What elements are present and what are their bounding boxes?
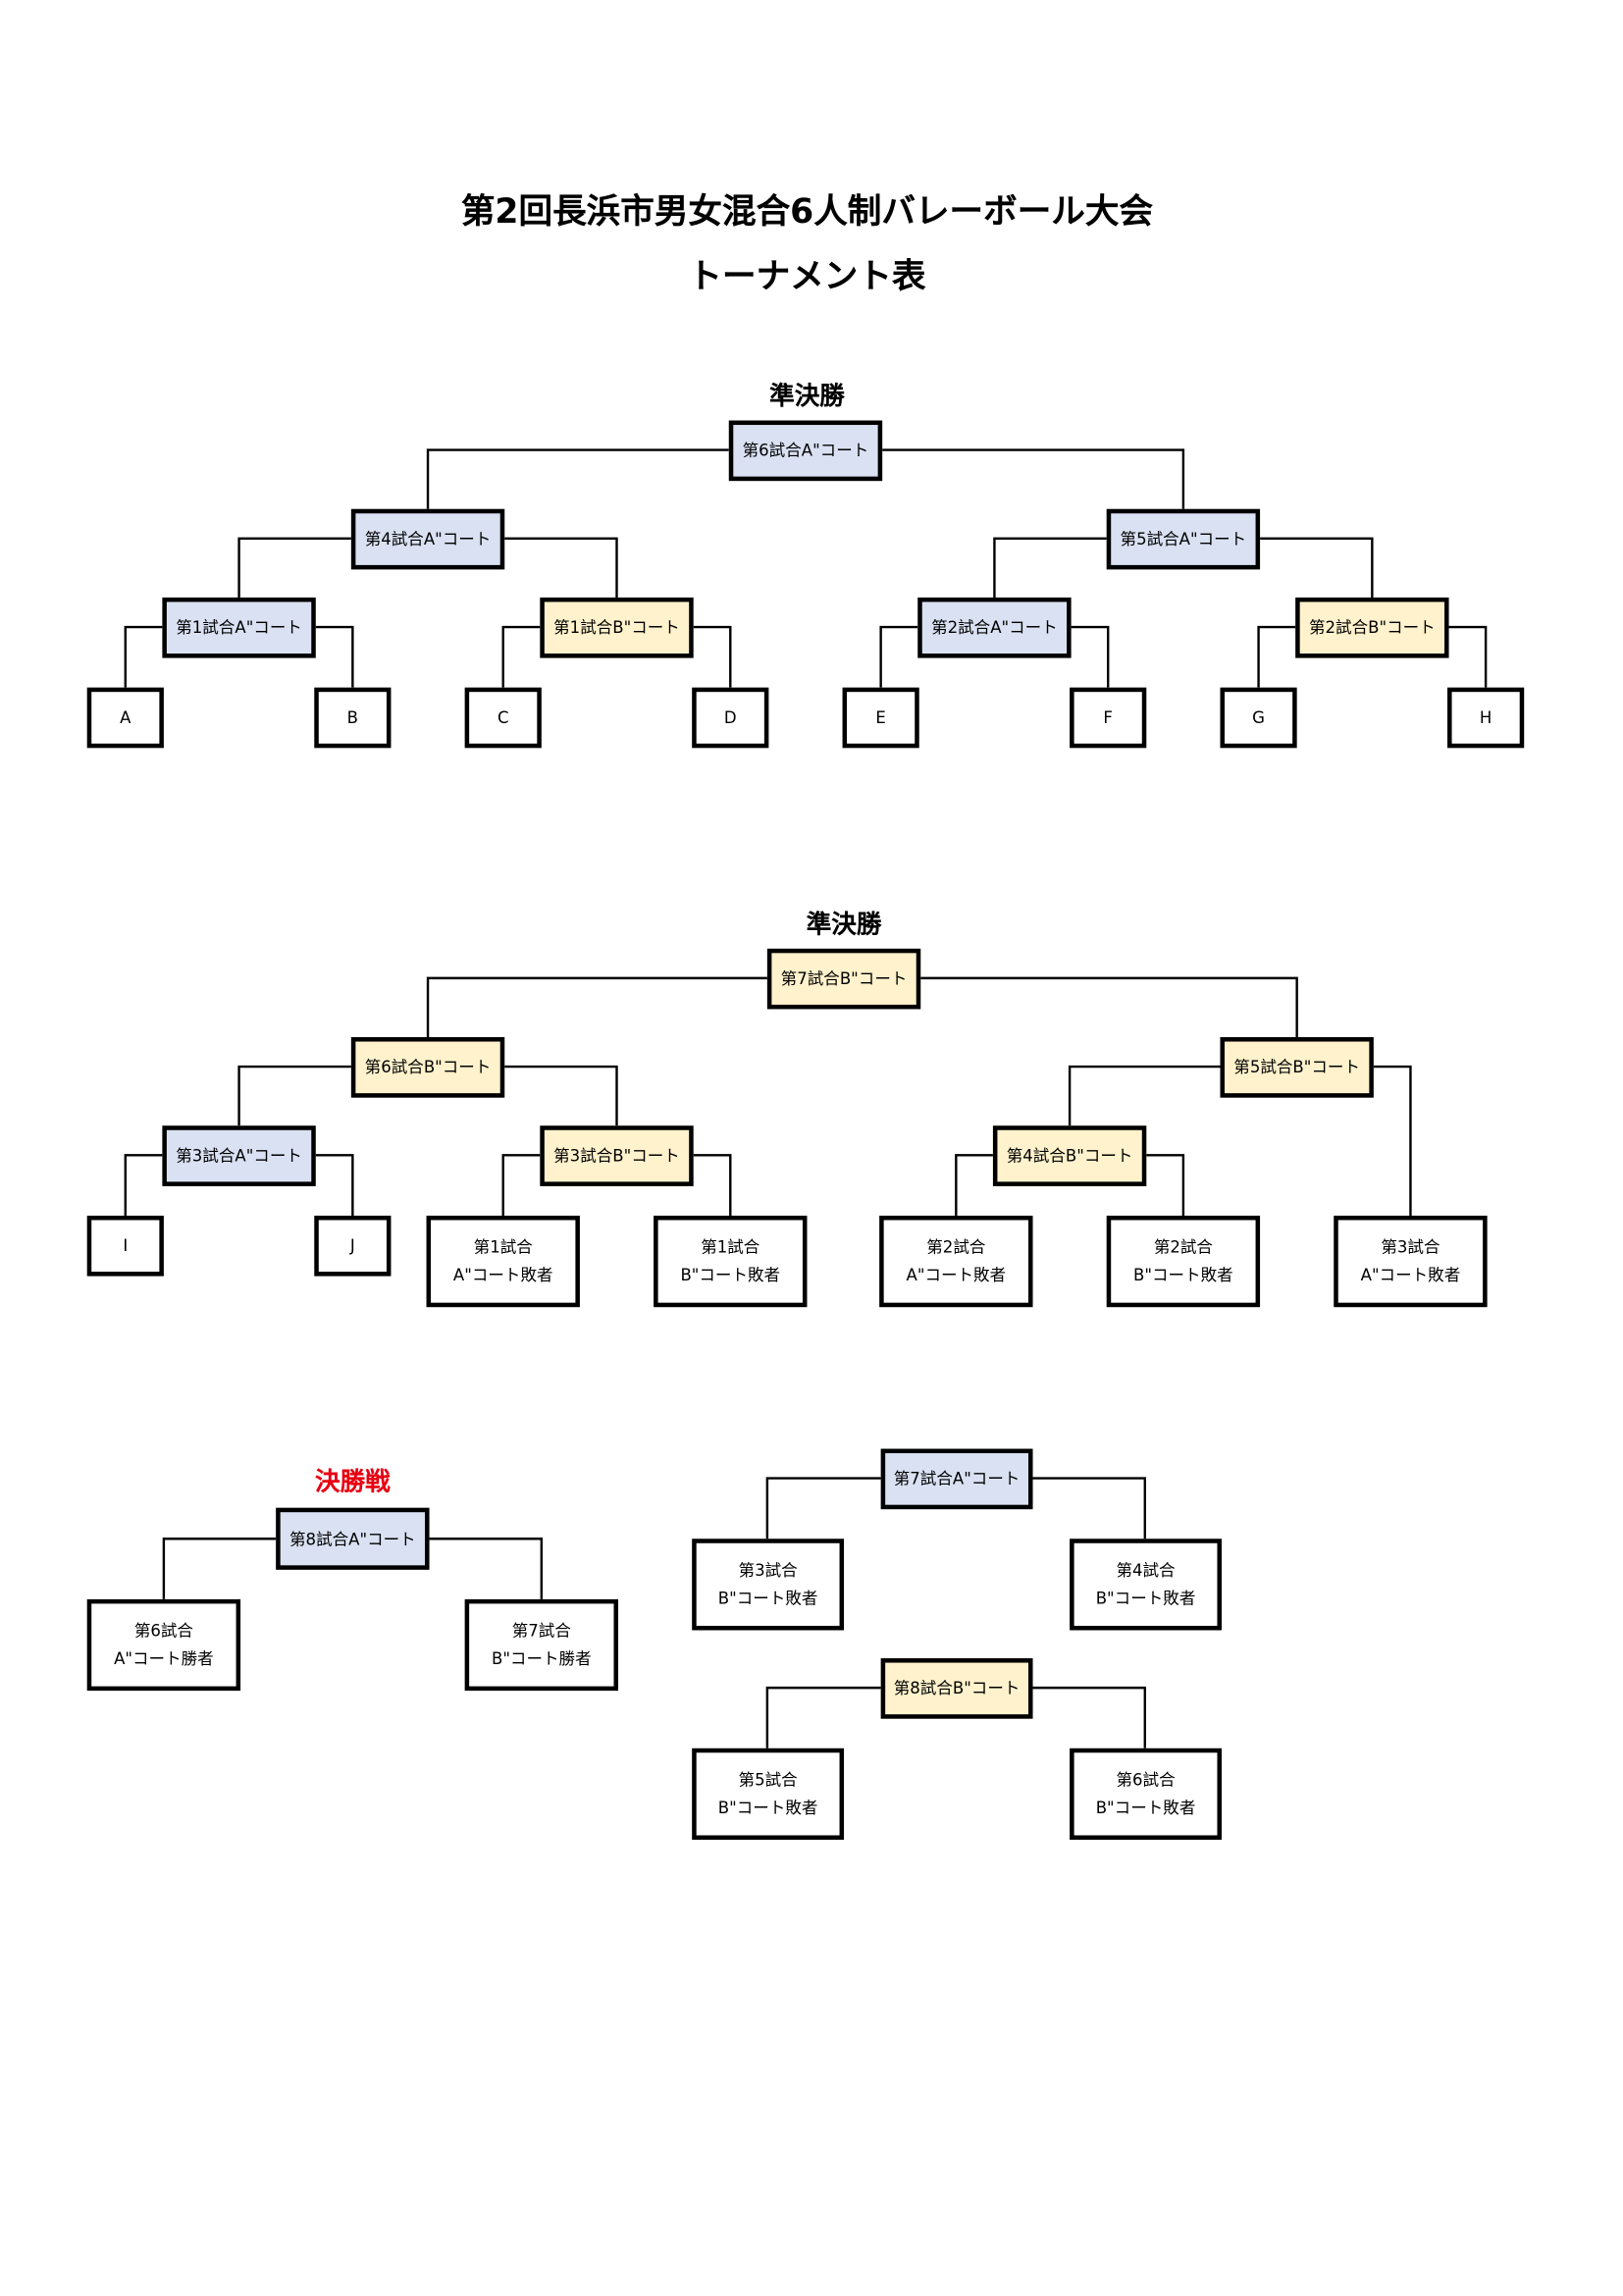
loser-box: 第1試合 B"コート敗者 (654, 1215, 808, 1308)
loser-box: 第6試合 B"コート敗者 (1070, 1748, 1222, 1840)
loser-box: 第3試合 B"コート敗者 (692, 1539, 845, 1631)
match-box: 第7試合B"コート (766, 948, 921, 1010)
loser-line2: A"コート敗者 (1360, 1266, 1461, 1285)
final-heading: 決勝戦 (315, 1468, 391, 1498)
loser-line2: B"コート敗者 (1095, 1589, 1196, 1608)
match-label: 第8試合B"コート (893, 1679, 1021, 1698)
match-box: 第3試合A"コート (162, 1125, 316, 1186)
team-label: A (120, 707, 131, 728)
team-box: F (1070, 687, 1147, 749)
bracket2-heading: 準決勝 (806, 910, 882, 940)
loser-line1: 第3試合 (738, 1560, 798, 1581)
match-label: 第1試合B"コート (553, 618, 680, 638)
match-label: 第7試合B"コート (780, 968, 908, 989)
team-box: H (1447, 687, 1525, 749)
match-box: 第3試合B"コート (540, 1125, 694, 1186)
team-label: E (875, 707, 886, 728)
team-box: B (314, 687, 392, 749)
match-label: 第4試合A"コート (364, 529, 492, 549)
match-box: 第8試合A"コート (276, 1507, 430, 1570)
loser-line1: 第6試合 (1116, 1770, 1176, 1790)
match-label: 第3試合A"コート (176, 1146, 302, 1166)
match-box: 第4試合B"コート (992, 1125, 1147, 1186)
match-label: 第4試合B"コート (1006, 1146, 1133, 1166)
match-label: 第6試合B"コート (364, 1058, 492, 1077)
match-box: 第4試合A"コート (350, 508, 505, 570)
match-label: 第1試合A"コート (176, 618, 302, 638)
loser-box: 第1試合 A"コート敗者 (426, 1215, 580, 1308)
match-box: 第6試合A"コート (728, 420, 883, 482)
match-box: 第5試合B"コート (1220, 1037, 1374, 1098)
loser-line1: 第2試合 (926, 1237, 986, 1258)
team-box: I (86, 1215, 164, 1277)
match-label: 第6試合A"コート (742, 441, 869, 461)
match-box: 第5試合A"コート (1106, 508, 1261, 570)
loser-line1: 第3試合 (1381, 1237, 1440, 1258)
loser-line1: 第1試合 (701, 1237, 760, 1258)
team-label: G (1252, 707, 1265, 728)
page-title: 第2回長浜市男女混合6人制バレーボール大会 (460, 192, 1154, 233)
page-subtitle: トーナメント表 (688, 258, 926, 297)
match-label: 第5試合B"コート (1233, 1058, 1361, 1077)
winner-line2: B"コート勝者 (491, 1649, 592, 1669)
match-label: 第7試合A"コート (893, 1469, 1021, 1489)
team-box: A (86, 687, 164, 749)
loser-line1: 第1試合 (473, 1237, 533, 1258)
team-label: J (349, 1236, 355, 1256)
team-label: B (346, 707, 359, 728)
loser-line2: B"コート敗者 (1133, 1266, 1233, 1285)
loser-box: 第3試合 A"コート敗者 (1334, 1215, 1488, 1308)
match-box: 第6試合B"コート (350, 1037, 505, 1098)
winner-line1: 第7試合 (511, 1621, 571, 1642)
match-box: 第2試合B"コート (1295, 597, 1449, 658)
team-box: C (464, 687, 542, 749)
match-box: 第1試合A"コート (162, 597, 316, 658)
team-label: D (723, 707, 737, 728)
winner-box: 第6試合 A"コート勝者 (86, 1598, 241, 1692)
loser-line2: B"コート敗者 (680, 1266, 781, 1285)
loser-line2: A"コート敗者 (906, 1266, 1007, 1285)
winner-line2: A"コート勝者 (114, 1649, 214, 1669)
match-box: 第1試合B"コート (540, 597, 694, 658)
team-box: D (692, 687, 769, 749)
bracket1-heading: 準決勝 (769, 382, 845, 412)
team-box: J (314, 1215, 392, 1277)
loser-box: 第2試合 A"コート敗者 (879, 1215, 1033, 1308)
loser-line1: 第4試合 (1116, 1560, 1176, 1581)
team-box: G (1220, 687, 1297, 749)
team-box: E (842, 687, 919, 749)
match-label: 第5試合A"コート (1120, 529, 1247, 549)
loser-box: 第5試合 B"コート敗者 (692, 1748, 845, 1840)
loser-line1: 第5試合 (738, 1770, 798, 1790)
match-label: 第2試合B"コート (1308, 618, 1436, 638)
loser-box: 第2試合 B"コート敗者 (1106, 1215, 1261, 1308)
match-label: 第8試合A"コート (289, 1529, 416, 1549)
loser-line2: B"コート敗者 (717, 1798, 818, 1818)
team-label: I (123, 1236, 129, 1256)
match-label: 第2試合A"コート (931, 618, 1058, 638)
winner-line1: 第6試合 (133, 1621, 193, 1642)
match-box: 第7試合A"コート (880, 1448, 1033, 1510)
winner-box: 第7試合 B"コート勝者 (464, 1598, 619, 1692)
match-box: 第2試合A"コート (917, 597, 1072, 658)
match-box: 第8試合B"コート (880, 1658, 1033, 1719)
match-label: 第3試合B"コート (553, 1146, 680, 1166)
loser-line1: 第2試合 (1153, 1237, 1213, 1258)
team-label: C (497, 707, 509, 728)
loser-line2: A"コート敗者 (452, 1266, 553, 1285)
loser-line2: B"コート敗者 (1095, 1798, 1196, 1818)
team-label: H (1479, 707, 1492, 728)
loser-line2: B"コート敗者 (717, 1589, 818, 1608)
loser-box: 第4試合 B"コート敗者 (1070, 1539, 1222, 1631)
team-label: F (1103, 707, 1113, 728)
